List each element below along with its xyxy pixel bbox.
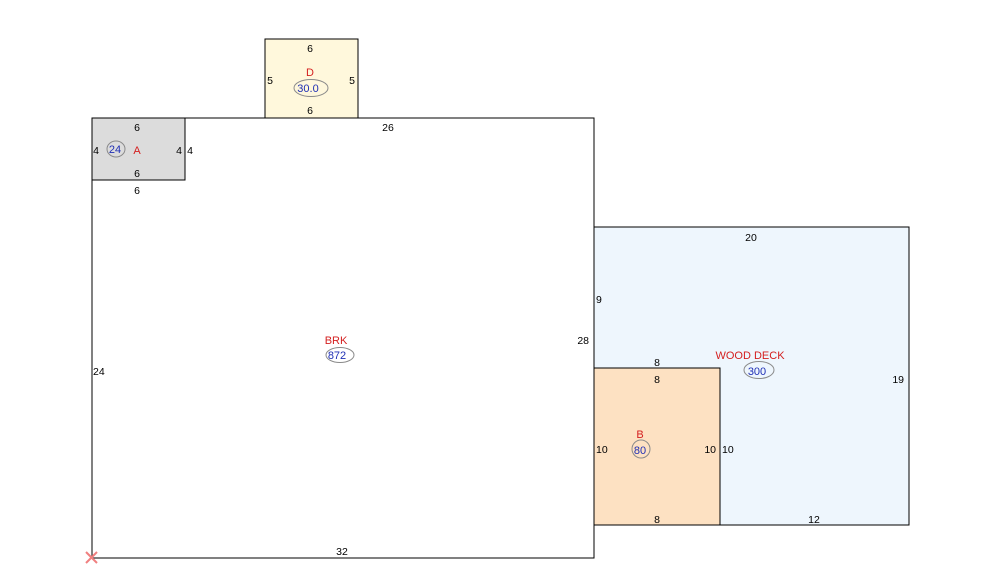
main-right-dimension: 28 bbox=[577, 335, 589, 347]
deck-right-dimension: 19 bbox=[892, 374, 904, 386]
main-top-dimension: 26 bbox=[382, 122, 394, 134]
main-building-brk[interactable] bbox=[91, 117, 595, 559]
deck-left-dimension: 9 bbox=[596, 294, 602, 306]
b-label: B bbox=[636, 429, 643, 441]
d-area-value: 30.0 bbox=[297, 83, 318, 95]
b-bottom-dimension: 8 bbox=[654, 514, 660, 526]
b-left-dimension: 10 bbox=[596, 444, 608, 456]
main-bottom-dimension: 32 bbox=[336, 546, 348, 558]
b-area-ellipse bbox=[631, 439, 651, 459]
a-area-value: 24 bbox=[109, 144, 121, 156]
d-label: D bbox=[306, 67, 314, 79]
a-left-dimension: 4 bbox=[93, 145, 99, 157]
deck-area-value: 300 bbox=[748, 366, 766, 378]
deck-area-ellipse bbox=[743, 361, 775, 379]
d-area-ellipse bbox=[293, 79, 329, 97]
deck-inner-top-dimension: 8 bbox=[654, 357, 660, 369]
a-label: A bbox=[133, 145, 141, 157]
a-right-inner-dimension: 4 bbox=[176, 145, 182, 157]
d-right-dimension: 5 bbox=[349, 75, 355, 87]
deck-label: WOOD DECK bbox=[715, 350, 785, 362]
deck-inner-side-dimension: 10 bbox=[722, 444, 734, 456]
a-bottom-inner-dimension: 6 bbox=[134, 168, 140, 180]
d-left-dimension: 5 bbox=[267, 75, 273, 87]
a-bottom-outer-dimension: 6 bbox=[134, 185, 140, 197]
d-bottom-dimension: 6 bbox=[307, 105, 313, 117]
main-area-value: 872 bbox=[328, 350, 346, 362]
b-area-value: 80 bbox=[634, 445, 646, 457]
d-top-dimension: 6 bbox=[307, 43, 313, 55]
deck-bottom-dimension: 12 bbox=[808, 514, 820, 526]
main-area-ellipse bbox=[325, 347, 355, 363]
b-top-dimension: 8 bbox=[654, 374, 660, 386]
a-top-dimension: 6 bbox=[134, 122, 140, 134]
main-left-dimension: 24 bbox=[93, 366, 105, 378]
a-area-ellipse bbox=[106, 140, 126, 158]
deck-top-dimension: 20 bbox=[745, 232, 757, 244]
origin-marker-icon bbox=[85, 551, 98, 564]
addition-b-area[interactable] bbox=[593, 367, 721, 526]
b-right-dimension: 10 bbox=[704, 444, 716, 456]
main-label: BRK bbox=[325, 335, 348, 347]
addition-d-area[interactable] bbox=[264, 38, 359, 119]
a-right-outer-dimension: 4 bbox=[187, 145, 193, 157]
